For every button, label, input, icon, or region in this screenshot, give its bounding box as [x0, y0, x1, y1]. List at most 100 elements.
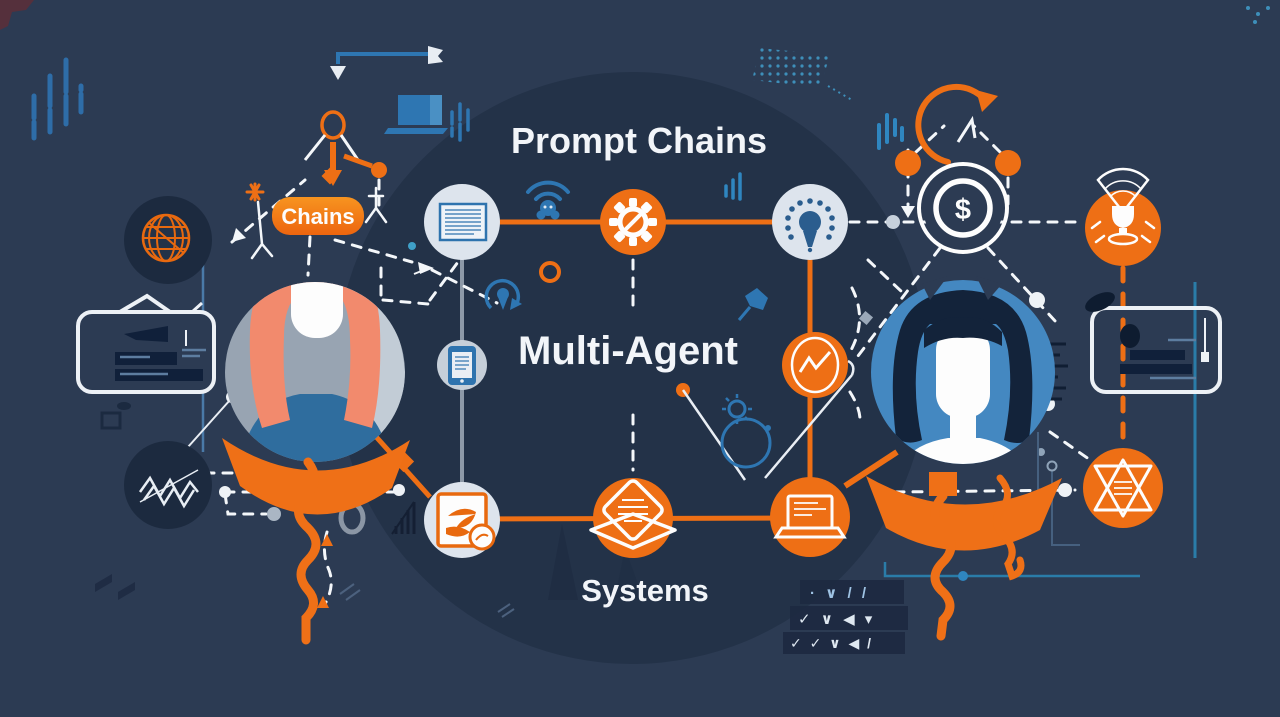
equalizer-icon — [31, 57, 84, 141]
rim-notch — [976, 276, 1002, 300]
left-column — [76, 196, 216, 529]
bangs — [924, 317, 1002, 348]
layers-icon — [589, 479, 677, 550]
corner-shape — [0, 0, 34, 30]
leaf-icon — [436, 492, 496, 551]
dark-dot — [117, 402, 131, 410]
thin-pin-line — [764, 359, 855, 479]
dark-chevron — [95, 574, 112, 592]
refresh-arrow-icon — [915, 83, 998, 165]
chains-badge-label: Chains — [281, 204, 354, 229]
node-lightbulb — [772, 184, 848, 260]
dot-trail — [827, 85, 853, 101]
scribble-marks — [339, 583, 515, 618]
smartphone-icon — [448, 346, 476, 385]
equalizer-icon — [450, 102, 470, 142]
hatch-triangle — [391, 501, 416, 535]
thin-pin-line — [187, 399, 231, 448]
dark-chevron — [118, 582, 135, 600]
topleft-decor — [31, 46, 470, 260]
top-title: Prompt Chains — [511, 120, 767, 161]
gear-icon — [609, 198, 657, 246]
chart-icon — [790, 336, 840, 394]
dark-wedge — [615, 548, 643, 598]
circle-outline-icon — [720, 417, 772, 469]
face — [291, 282, 343, 338]
node-document — [424, 184, 500, 260]
node-chart — [782, 332, 848, 398]
spark-icon — [245, 182, 265, 202]
node-trophy — [1085, 167, 1161, 266]
orange-diamond — [321, 167, 339, 185]
teal-line-dot — [958, 571, 968, 581]
antenna-glyph — [250, 200, 274, 260]
arrowhead — [232, 228, 246, 242]
orange-node-dot — [995, 150, 1021, 176]
bottom-title: Systems — [581, 573, 709, 608]
orange-squiggle — [930, 491, 956, 641]
orange-squiggle — [294, 457, 321, 645]
corner-dots — [1246, 6, 1270, 24]
arrowhead — [317, 596, 329, 608]
flag-icon — [428, 46, 443, 64]
circle-nub — [765, 425, 771, 431]
dollar-symbol: $ — [955, 194, 971, 226]
equalizer-icon — [877, 113, 904, 150]
star-badge-icon — [1093, 458, 1153, 518]
equalizer-icon — [724, 172, 742, 201]
node-star-badge — [1083, 448, 1163, 528]
rim-notch — [922, 276, 948, 300]
square-outline — [100, 411, 122, 430]
dot-grid — [752, 48, 830, 88]
face — [936, 326, 990, 418]
waveform-icon — [138, 469, 199, 509]
hierarchy-tree — [245, 110, 388, 260]
chains-badge: Chains — [272, 197, 364, 235]
pen-blob — [1085, 292, 1115, 312]
hair — [249, 282, 381, 428]
shoulders — [898, 438, 1028, 464]
checkmark-grid: · ∨ / / ✓ ∨ ◀ ▾ ✓ ✓ ∨ ◀ / — [783, 580, 908, 654]
check-row-2: ✓ ∨ ◀ ▾ — [798, 611, 875, 628]
check-row-3: ✓ ✓ ∨ ◀ / — [790, 635, 873, 651]
right-avatar — [866, 276, 1062, 641]
node-layers — [589, 478, 677, 558]
center-title: Multi-Agent — [518, 329, 738, 373]
circuit-ring — [1046, 460, 1058, 472]
waveform-node — [124, 441, 212, 529]
center-icons — [484, 172, 772, 469]
down-arrow-icon — [330, 66, 346, 80]
lightbulb-icon — [785, 198, 835, 253]
tripod-glyph — [364, 186, 388, 224]
globe-node — [124, 196, 212, 284]
orange-squiggle-small — [993, 474, 1025, 581]
arrowhead — [901, 206, 915, 218]
orange-line-laptop-avatar — [843, 449, 899, 489]
node-smartphone — [437, 340, 487, 390]
pushpin-icon — [737, 288, 768, 321]
dollar-icon — [933, 178, 993, 238]
arrow-left-glyph — [124, 326, 168, 342]
location-pin-icon — [484, 279, 522, 310]
folder-icon — [76, 310, 216, 394]
flag-line-icon — [330, 46, 443, 80]
arrowhead — [321, 534, 333, 546]
orange-node-dot — [895, 150, 921, 176]
check-row-1: · ∨ / / — [810, 585, 869, 602]
node-dollar: $ — [917, 162, 1009, 254]
orange-ring — [539, 261, 561, 283]
wifi-creature-icon — [526, 180, 570, 220]
teal-bottom-line — [883, 562, 1140, 578]
laptop-blue-icon — [384, 95, 448, 134]
node-leaf — [424, 482, 500, 558]
folder-right — [1085, 292, 1222, 394]
node-laptop — [770, 477, 850, 557]
folder-icon — [1090, 306, 1222, 394]
folder-left — [76, 293, 216, 394]
plane-tail — [413, 269, 425, 275]
document-icon — [438, 202, 488, 242]
laptop-icon — [773, 494, 847, 539]
trophy-icon — [1090, 167, 1156, 246]
